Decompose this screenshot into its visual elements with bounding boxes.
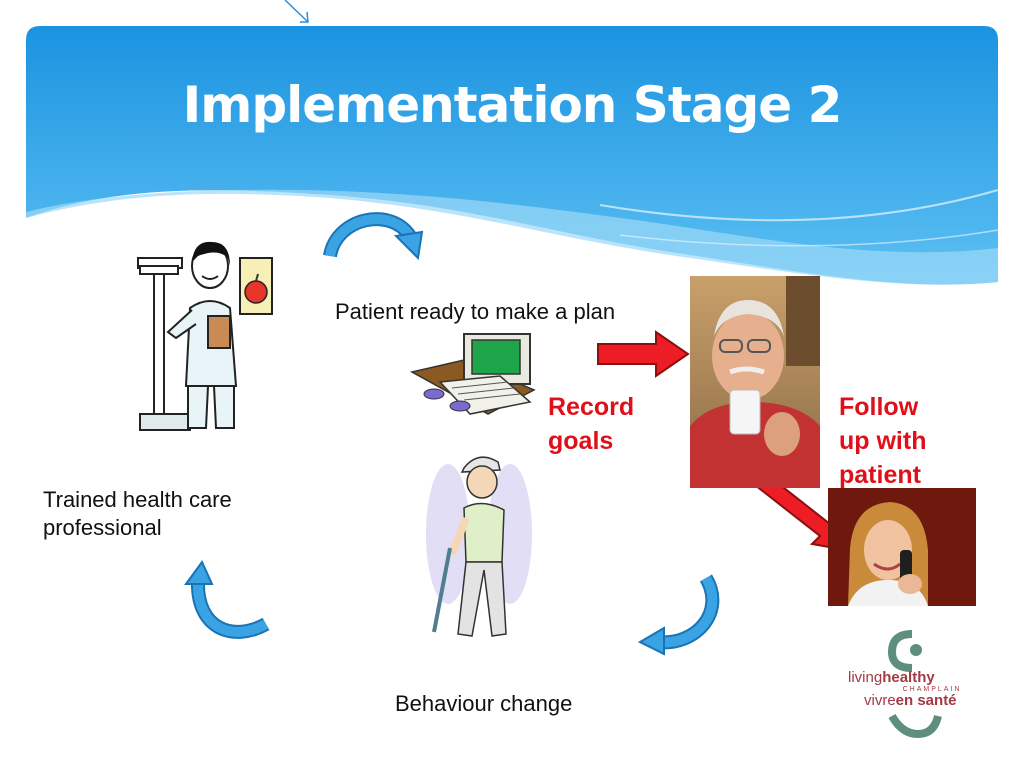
logo-champlain: CHAMPLAIN: [902, 686, 962, 693]
cycle-arrow-bottom-right-icon: [637, 574, 720, 656]
computer-keyboard-illustration: [409, 333, 536, 415]
patient-ready-label: Patient ready to make a plan: [335, 299, 616, 324]
logo-living: living: [848, 669, 883, 686]
woman-on-phone-photo: [828, 488, 976, 606]
living-healthy-logo-text: livinghealthy CHAMPLAIN vivreen santé: [848, 670, 988, 709]
elderly-man-photo: [690, 276, 820, 488]
trained-professional-label: Trained health care professional: [43, 487, 232, 540]
header-background: [26, 0, 999, 285]
logo-vivre: vivre: [864, 692, 896, 709]
logo-en-sante: en santé: [895, 692, 957, 709]
behaviour-change-label: Behaviour change: [395, 691, 573, 716]
follow-up-label: Follow up with patient: [839, 393, 927, 489]
logo-healthy: healthy: [882, 669, 935, 686]
cycle-arrow-left-icon: [184, 560, 270, 639]
slide-title: Implementation Stage 2: [182, 76, 843, 134]
cycle-arrow-top-icon: [323, 212, 424, 261]
record-goals-label: Record goals: [548, 393, 635, 455]
walking-man-illustration: [426, 456, 532, 637]
arrow-right-icon: [597, 330, 690, 378]
health-professional-illustration: [137, 241, 273, 431]
living-healthy-logo-mark: [887, 630, 942, 739]
